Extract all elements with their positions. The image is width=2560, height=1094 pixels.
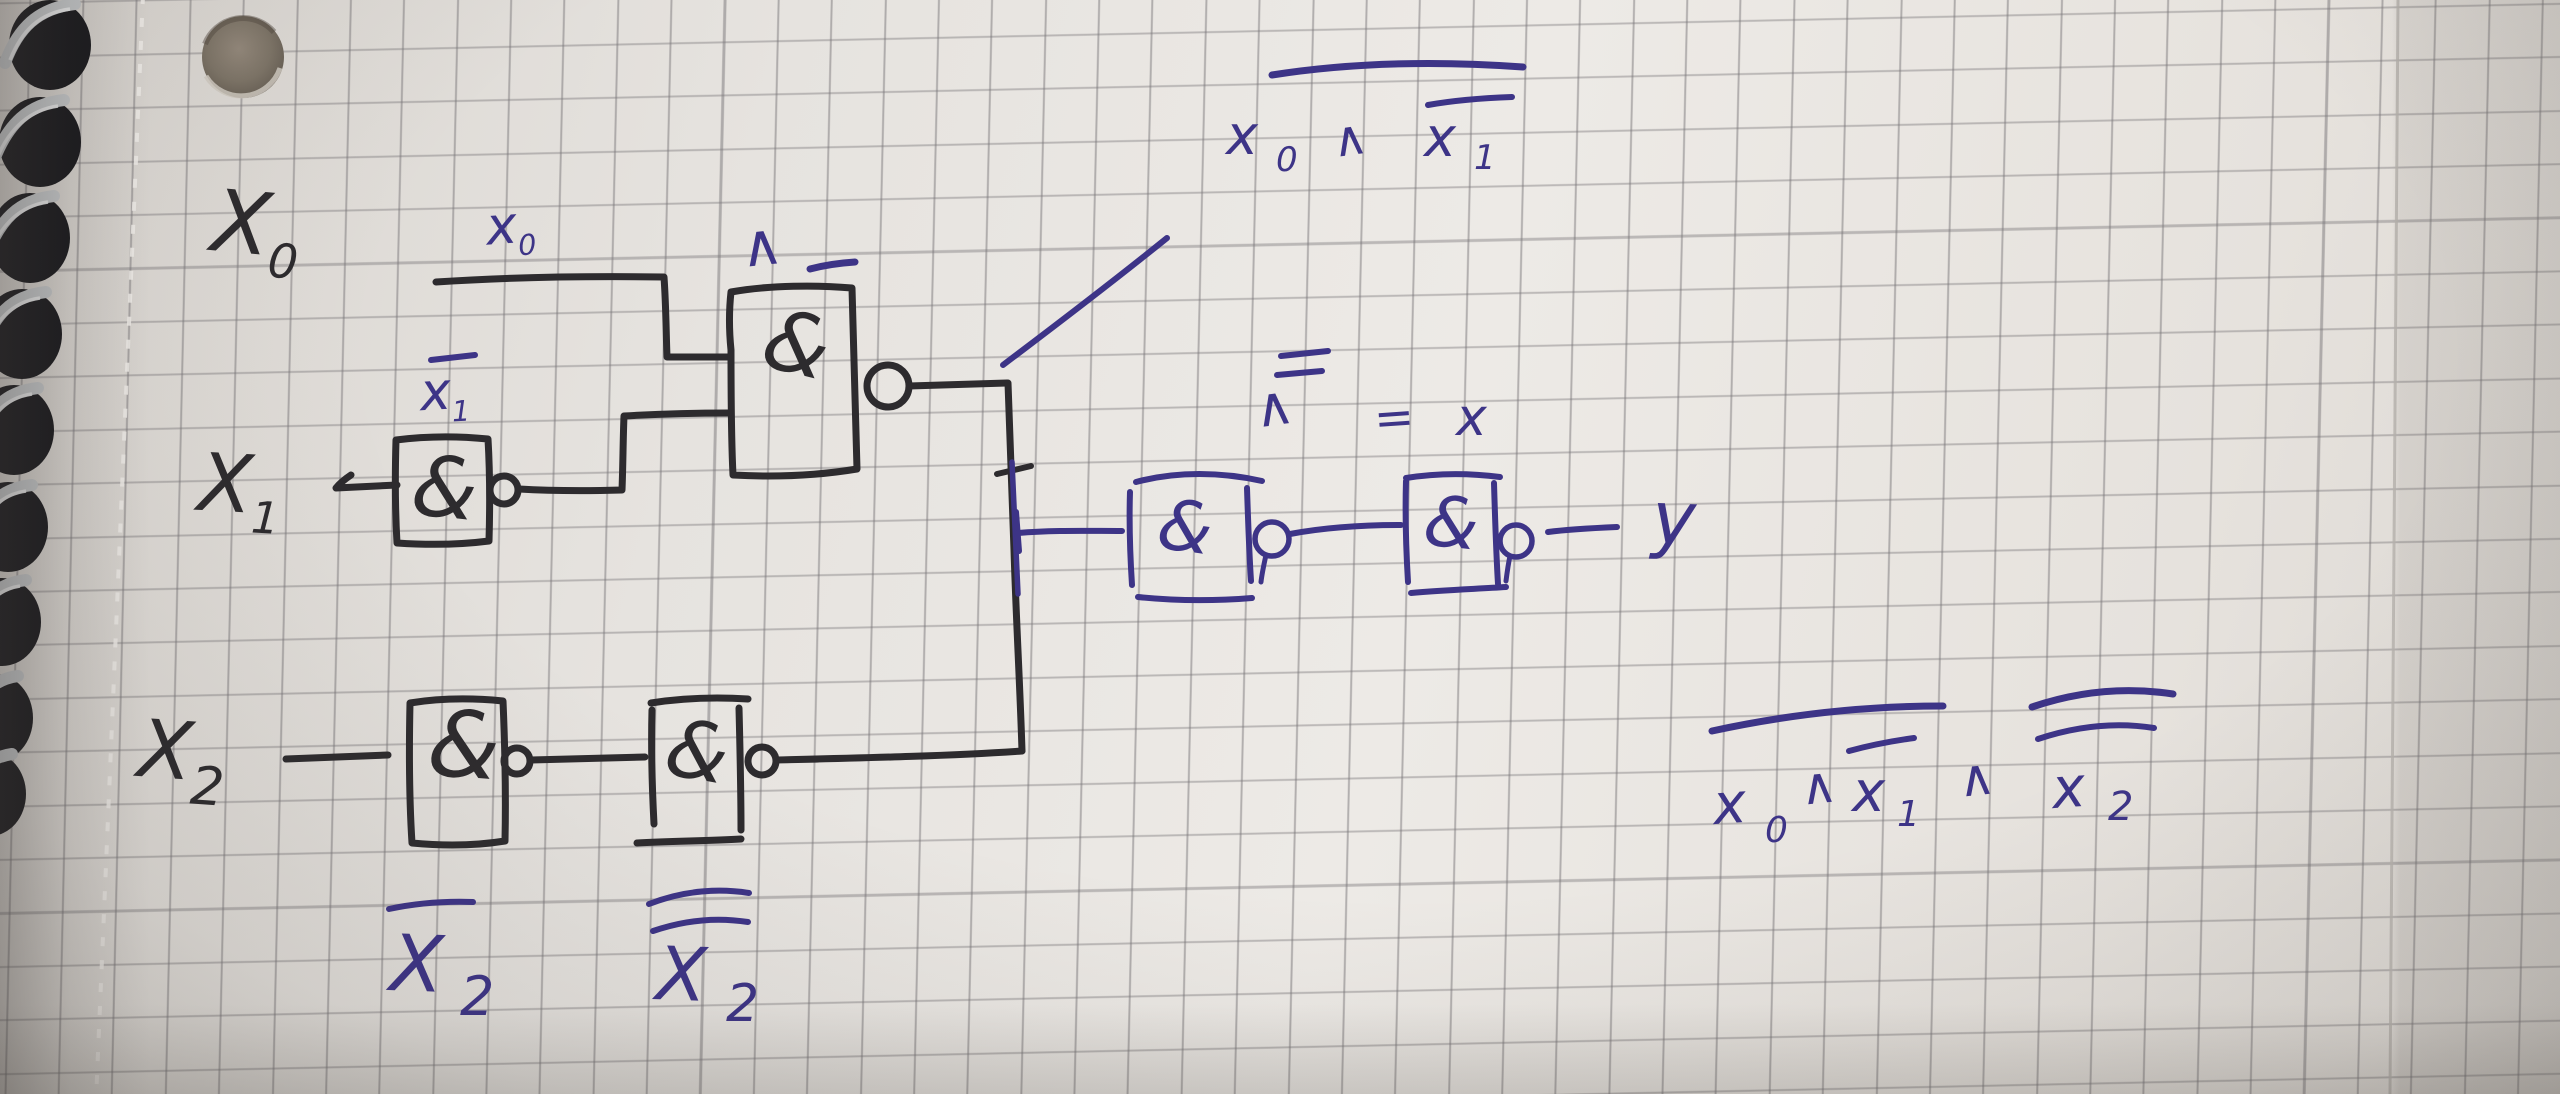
and-gate-x2a-symbol: & [424, 689, 504, 802]
perforation-line [94, 0, 145, 1094]
spiral-hole [0, 94, 81, 187]
overline-formula-bottom-x2-inner [2035, 722, 2157, 742]
wire-x0 [432, 273, 733, 361]
overline-formula-bottom-x1 [1846, 735, 1917, 754]
overline-label-x2bar [386, 898, 476, 912]
input-label-x1: X1 [195, 435, 281, 545]
spiral-hole [0, 286, 62, 379]
spiral-hole [0, 0, 91, 90]
wire-label-x1-negated: x1 [418, 361, 471, 429]
formula-top-x0-sub: 0 [1276, 140, 1298, 180]
formula-top: x 0 ∧ x 1 [1220, 95, 1550, 195]
identity-double-bar-1 [1278, 348, 1331, 359]
and-gate-b-right [1491, 480, 1501, 587]
wire-gate-a-to-b [1287, 522, 1404, 537]
and-gate-b-left [1402, 478, 1411, 585]
and-gate-b-top [1403, 471, 1503, 481]
and-gate-a-bottom [1135, 594, 1255, 604]
formula-top-x0: x [1226, 104, 1258, 167]
spiral-hole [0, 670, 33, 762]
overline-label-x2dbar-outer [646, 887, 752, 907]
not-bubble-gate-a [1252, 519, 1292, 559]
formula-top-x1-sub: 1 [1474, 138, 1496, 178]
formula-bottom-and1: ∧ [1797, 755, 1840, 817]
and-gate-x1-box [391, 433, 494, 548]
spiral-hole [0, 479, 48, 572]
spiral-hole [0, 574, 41, 666]
overline-formula-top [1268, 59, 1527, 79]
formula-bottom-x2: x [2049, 754, 2088, 823]
formula-bottom: x 0 ∧ x 1 ∧ x 2 [1700, 745, 2180, 855]
and-symbol-above-gate: ∧ [736, 208, 786, 282]
wire-x2-input [282, 751, 392, 763]
not-bubble-main-gate [863, 361, 913, 411]
wire-bottom-to-trunk [774, 747, 1026, 764]
output-label-y: y [1650, 475, 1698, 563]
label-x2-double-negated-sub: 2 [726, 974, 760, 1034]
formula-bottom-x1-sub: 1 [1897, 794, 1920, 835]
and-gate-a-top [1133, 471, 1265, 485]
overline-formula-bottom-x2-outer [2028, 687, 2177, 711]
formula-bottom-x2-sub: 2 [2108, 784, 2134, 830]
and-gate-main-box [726, 282, 861, 480]
and-gate-x1-symbol: & [407, 435, 483, 541]
wire-main-gate-output [905, 379, 1011, 390]
not-bubble-x2b-gate [744, 743, 780, 779]
identity-lhs: ∧ [1249, 372, 1298, 441]
identity-rhs: x [1456, 388, 1487, 448]
page-edge-line [2388, 0, 2400, 1094]
wire-output-dash [1545, 524, 1620, 535]
formula-bottom-x1: x [1852, 760, 1886, 825]
spiral-hole [0, 382, 54, 475]
punch-hole [202, 15, 284, 99]
spiral-hole [0, 190, 70, 283]
overline-formula-top-x1 [1425, 94, 1515, 108]
negation-dash-main-gate [806, 258, 859, 273]
identity-equals: = [1372, 388, 1417, 448]
overline-label-x2dbar-inner [650, 916, 751, 934]
and-gate-x2b-left [648, 706, 658, 828]
wire-x1-input [332, 471, 401, 492]
wire-x2a-to-x2b [527, 753, 649, 764]
not-bubble-gate-b-tail [1503, 553, 1513, 584]
wire-x1-to-main-gate [515, 409, 733, 495]
slash-mark [1000, 235, 1170, 368]
label-x2-double-negated: X 2 [650, 931, 830, 1052]
input-label-x2: X2 [134, 702, 227, 819]
formula-top-x1: x [1424, 106, 1456, 169]
label-x2-negated-base: X [388, 919, 445, 1011]
overline-wire-label-x1 [428, 352, 478, 363]
formula-bottom-and2: ∧ [1955, 747, 1998, 809]
spiral-hole [0, 748, 26, 835]
not-bubble-x1-gate [486, 472, 522, 508]
input-label-x0: X0 [207, 171, 301, 291]
not-bubble-gate-b [1497, 522, 1535, 560]
and-gate-x2b-right [735, 704, 745, 834]
and-gate-x2b-top [647, 694, 752, 707]
and-gate-x2a-box [405, 695, 509, 849]
spiral-binding [0, 0, 91, 835]
and-gate-a-right [1244, 485, 1254, 584]
label-x2-negated-sub: 2 [460, 965, 495, 1028]
label-x2-double-negated-base: X [654, 931, 709, 1019]
not-bubble-gate-a-tail [1258, 552, 1269, 585]
overline-formula-bottom [1708, 702, 1947, 735]
and-gate-b-symbol: & [1419, 479, 1483, 567]
and-gate-x2b-bottom [633, 835, 745, 847]
identity-double-bar-2 [1274, 368, 1325, 378]
wire-branch-to-gate-a [1015, 527, 1125, 536]
and-gate-b-bottom [1408, 584, 1509, 596]
formula-bottom-x0: x [1710, 770, 1749, 839]
formula-top-and: ∧ [1328, 108, 1371, 170]
and-gate-a-symbol: & [1152, 482, 1219, 572]
formula-bottom-x0-sub: 0 [1765, 810, 1788, 851]
and-gate-a-left [1126, 489, 1135, 588]
label-x2-negated: X 2 [386, 918, 566, 1038]
wire-label-x0: x0 [483, 195, 538, 263]
